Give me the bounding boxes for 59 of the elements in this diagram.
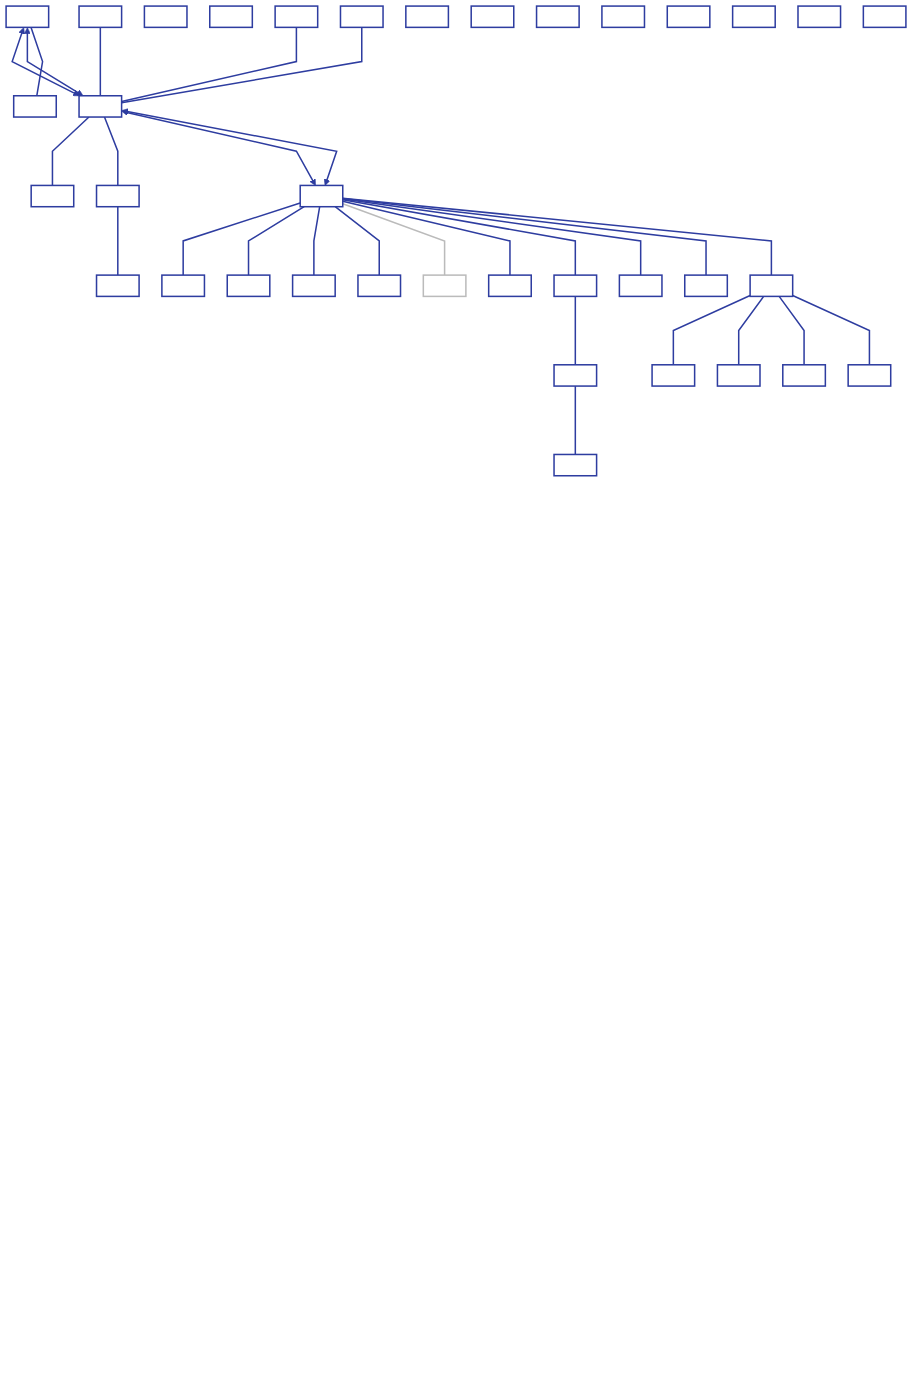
node-box bbox=[470, 5, 515, 29]
node-box bbox=[535, 5, 580, 29]
node-box bbox=[339, 5, 384, 29]
node-box bbox=[226, 274, 271, 298]
node-box bbox=[78, 5, 123, 29]
node-box bbox=[357, 274, 402, 298]
node-box bbox=[12, 95, 57, 118]
node-box bbox=[716, 364, 761, 387]
arrow bbox=[24, 27, 84, 97]
connector bbox=[103, 116, 119, 187]
node-box bbox=[666, 5, 711, 29]
connector bbox=[342, 203, 446, 276]
node-box bbox=[553, 453, 598, 477]
connector bbox=[334, 205, 380, 276]
node-box bbox=[5, 5, 50, 29]
node-box bbox=[487, 274, 532, 298]
node-box bbox=[291, 274, 336, 298]
connector bbox=[342, 198, 642, 276]
node-box bbox=[274, 5, 319, 29]
node-box bbox=[209, 5, 254, 29]
node-box bbox=[95, 274, 140, 298]
arrow bbox=[11, 27, 80, 97]
connector bbox=[342, 197, 773, 276]
node-box bbox=[95, 184, 140, 208]
node-box bbox=[161, 274, 206, 298]
connector bbox=[30, 26, 44, 97]
node-box bbox=[78, 95, 123, 118]
connector bbox=[791, 294, 871, 366]
node-box bbox=[749, 274, 794, 298]
connector bbox=[672, 294, 751, 366]
connector bbox=[737, 295, 765, 366]
connector bbox=[574, 295, 577, 366]
node-box bbox=[847, 364, 892, 387]
node-box bbox=[422, 274, 467, 298]
connector bbox=[117, 205, 119, 276]
connector bbox=[51, 116, 90, 187]
connector bbox=[99, 26, 102, 97]
connector bbox=[574, 385, 577, 456]
node-box bbox=[618, 274, 663, 298]
node-box bbox=[299, 184, 344, 208]
connector bbox=[182, 202, 301, 276]
node-box bbox=[684, 274, 729, 298]
node-box bbox=[30, 184, 75, 208]
connector bbox=[778, 295, 805, 366]
node-box bbox=[553, 364, 598, 387]
node-box bbox=[797, 5, 842, 29]
node-box bbox=[553, 274, 598, 298]
node-box bbox=[405, 5, 450, 29]
connector bbox=[342, 199, 577, 276]
node-box bbox=[143, 5, 188, 29]
connector bbox=[247, 205, 305, 276]
node-box bbox=[601, 5, 646, 29]
node-box bbox=[651, 364, 696, 387]
connector bbox=[342, 197, 707, 276]
connector bbox=[313, 205, 321, 276]
node-box bbox=[862, 5, 907, 29]
node-box bbox=[782, 364, 827, 387]
connector bbox=[342, 200, 511, 276]
node-box bbox=[731, 5, 776, 29]
